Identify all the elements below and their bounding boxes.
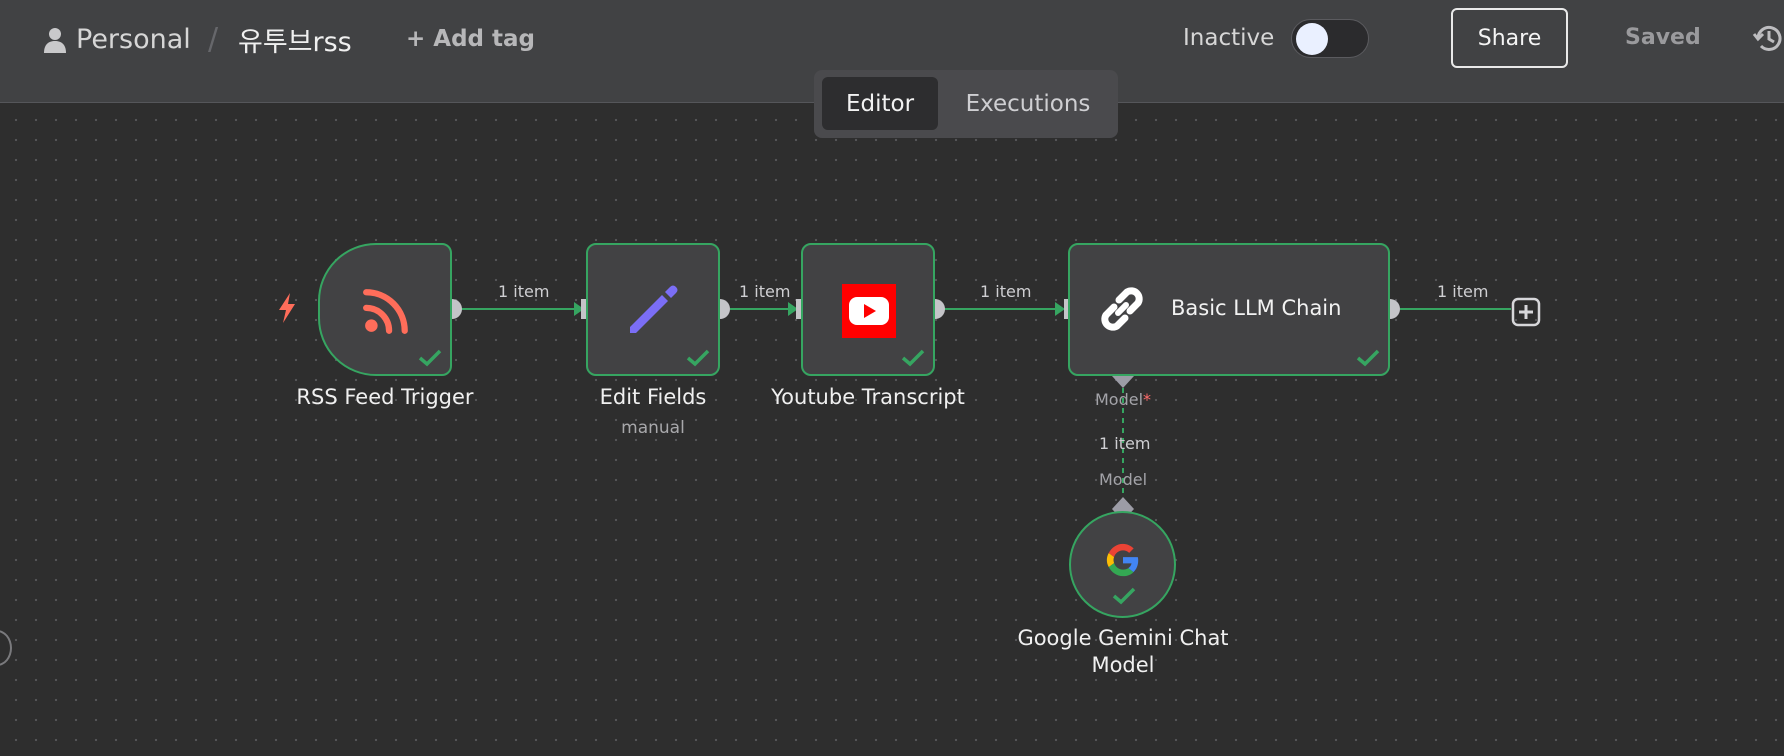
node-edit-fields[interactable] <box>586 243 720 376</box>
connection-label: 1 item <box>1437 282 1489 301</box>
person-icon <box>44 28 66 53</box>
node-label-gemini: Google Gemini Chat Model <box>993 625 1253 679</box>
pencil-icon <box>630 285 678 333</box>
model-port-text: Model <box>1095 390 1144 409</box>
breadcrumb-separator: / <box>208 21 219 57</box>
tab-executions[interactable]: Executions <box>965 90 1091 117</box>
lightning-icon <box>279 293 295 323</box>
link-icon <box>1101 287 1143 331</box>
success-check-icon <box>1356 349 1380 367</box>
success-check-icon <box>1112 587 1136 605</box>
workflow-name[interactable]: 유투브rss <box>238 26 352 58</box>
required-mark: * <box>1143 390 1152 409</box>
tab-editor[interactable]: Editor <box>822 77 938 130</box>
success-check-icon <box>901 349 925 367</box>
google-icon <box>1106 543 1139 577</box>
status-label: Inactive <box>1183 25 1275 51</box>
node-label-youtube: Youtube Transcript <box>771 385 965 409</box>
success-check-icon <box>686 349 710 367</box>
node-label-gemini-line2: Model <box>1091 653 1155 677</box>
node-label-edit: Edit Fields <box>599 385 707 409</box>
workflow-canvas[interactable] <box>0 104 1784 756</box>
node-rss-feed-trigger[interactable] <box>318 243 452 376</box>
saved-status: Saved <box>1625 25 1701 50</box>
node-label-gemini-line1: Google Gemini Chat <box>1017 626 1229 650</box>
history-icon[interactable] <box>1752 22 1784 54</box>
connection-label: 1 item <box>980 282 1032 301</box>
active-toggle[interactable] <box>1291 19 1369 58</box>
gemini-model-port-label: Model <box>1099 470 1148 489</box>
add-node-plus-icon[interactable] <box>1511 297 1541 327</box>
node-label-llm: Basic LLM Chain <box>1171 296 1342 320</box>
node-google-gemini-chat-model[interactable] <box>1069 511 1176 618</box>
node-label-rss: RSS Feed Trigger <box>296 385 474 409</box>
node-sublabel-edit: manual <box>621 418 685 438</box>
input-port[interactable] <box>796 299 804 319</box>
connection-label: 1 item <box>1099 434 1151 453</box>
youtube-icon <box>842 284 896 338</box>
rss-icon <box>363 289 408 334</box>
node-basic-llm-chain[interactable] <box>1068 243 1390 376</box>
llm-model-port-label: Model* <box>1095 390 1151 409</box>
arrow-icon <box>1055 302 1065 316</box>
arrow-icon <box>574 302 584 316</box>
add-tag-button[interactable]: + Add tag <box>406 26 535 52</box>
input-port[interactable] <box>581 299 589 319</box>
share-button[interactable]: Share <box>1451 8 1568 68</box>
breadcrumb-project[interactable]: Personal <box>76 23 191 55</box>
success-check-icon <box>418 349 442 367</box>
view-tabs: Editor Executions <box>814 70 1118 138</box>
connection-label: 1 item <box>739 282 791 301</box>
arrow-icon <box>788 302 798 316</box>
toggle-knob <box>1296 23 1328 55</box>
node-youtube-transcript[interactable] <box>801 243 935 376</box>
connection-label: 1 item <box>498 282 550 301</box>
